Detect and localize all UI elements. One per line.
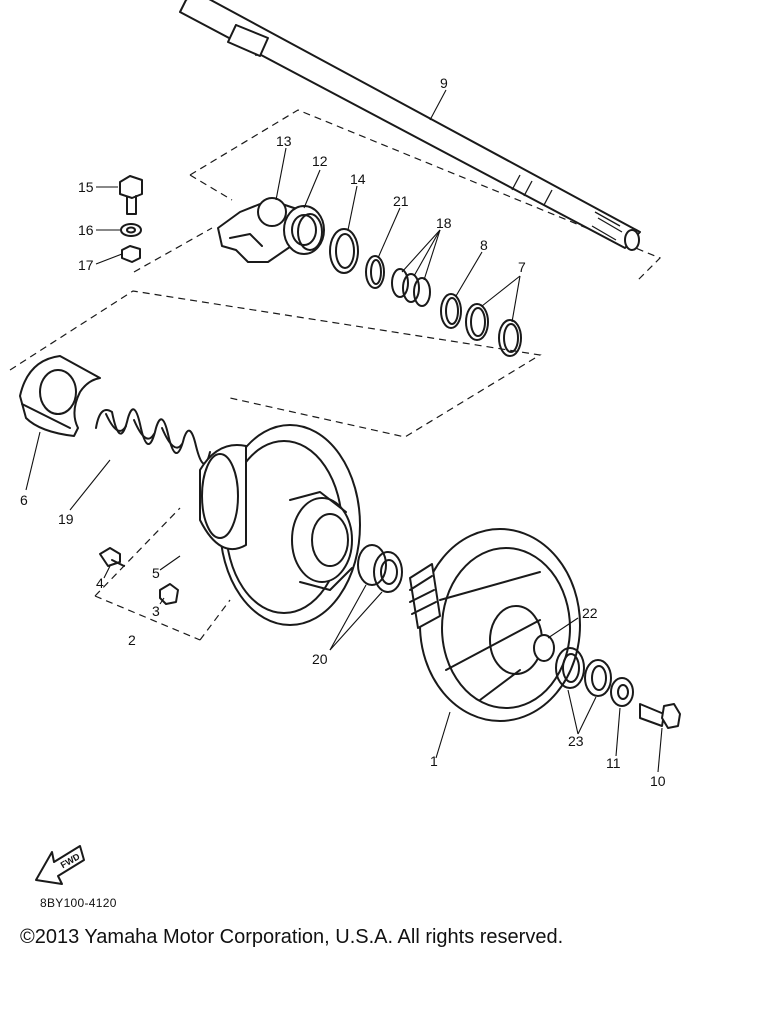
shaft-part	[179, 0, 641, 251]
callout-23: 23	[568, 733, 584, 749]
callout-4: 4	[96, 575, 104, 591]
callout-7: 7	[518, 259, 526, 275]
callout-5: 5	[152, 565, 160, 581]
callout-1: 1	[430, 753, 438, 769]
callout-20: 20	[312, 651, 328, 667]
washers-23	[555, 647, 612, 697]
callout-3: 3	[152, 603, 160, 619]
sheave-part	[199, 424, 361, 626]
bolt-10	[639, 703, 681, 729]
callout-8: 8	[480, 237, 488, 253]
assembly-outline-lower	[9, 290, 542, 438]
callout-21: 21	[393, 193, 409, 209]
callout-11: 11	[606, 755, 621, 771]
nut-part	[121, 245, 141, 263]
circlip-21	[365, 255, 385, 289]
washer-part	[120, 223, 142, 237]
diagram-code: 8BY100-4120	[40, 896, 117, 910]
callout-10: 10	[650, 773, 666, 789]
callout-17: 17	[78, 257, 94, 273]
spring-seat-part	[19, 355, 101, 437]
callout-15: 15	[78, 179, 94, 195]
fixed-sheave-part	[409, 528, 581, 722]
circlip-14	[329, 228, 359, 274]
callout-2: 2	[128, 632, 136, 648]
callout-18: 18	[436, 215, 452, 231]
copyright-notice: ©2013 Yamaha Motor Corporation, U.S.A. A…	[20, 926, 564, 948]
washer-11	[610, 677, 634, 707]
assembly-outline-upper	[133, 109, 662, 283]
spacer-22	[533, 634, 555, 662]
callout-13: 13	[276, 133, 292, 149]
bearing-housing-part	[217, 197, 325, 263]
callout-19: 19	[58, 511, 74, 527]
spring-part	[95, 408, 211, 465]
callout-9: 9	[440, 75, 448, 91]
collars-20	[357, 544, 403, 593]
bolt-part	[119, 175, 143, 215]
leader-lines	[25, 89, 663, 773]
washers-7	[465, 303, 522, 357]
circlip-8	[440, 293, 462, 329]
fwd-arrow-icon: FWD	[35, 845, 85, 885]
screw-part-4	[99, 547, 125, 567]
callout-6: 6	[20, 492, 28, 508]
shims-18	[391, 268, 431, 307]
slider-part-3	[159, 583, 179, 605]
callout-22: 22	[582, 605, 598, 621]
callout-12: 12	[312, 153, 328, 169]
callout-14: 14	[350, 171, 366, 187]
callout-16: 16	[78, 222, 94, 238]
assembly-outline-bolts	[94, 507, 231, 641]
